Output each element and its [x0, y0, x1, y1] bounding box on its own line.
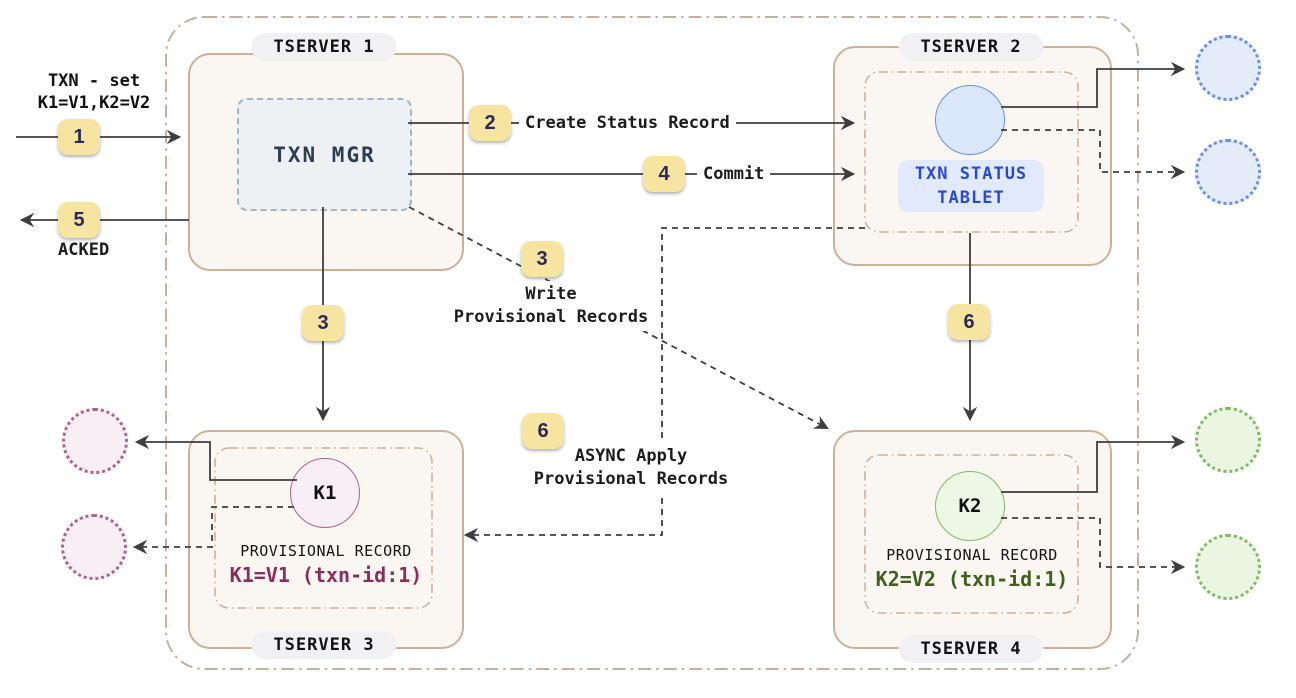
k2-record-title: PROVISIONAL RECORD [886, 546, 1058, 564]
k2-leader-replication-arrow [1001, 434, 1186, 493]
k1-tablet-circle: K1 [290, 458, 360, 528]
client-request-line2: K1=V1,K2=V2 [37, 93, 151, 113]
async-apply-label: ASYNC Apply Provisional Records [527, 443, 735, 493]
k2-replica-circle-2 [1195, 534, 1261, 600]
tserver2-pill: TSERVER 2 [898, 33, 1044, 61]
create-status-record-label: Create Status Record [519, 111, 736, 135]
step5-badge: 5 [58, 202, 100, 238]
step6-down-badge: 6 [948, 304, 990, 340]
async-apply-arrow [463, 227, 865, 543]
step6-async-badge: 6 [522, 413, 564, 449]
k1-follower-replication-arrow [132, 506, 294, 555]
tserver1-pill: TSERVER 1 [251, 33, 397, 61]
tserver2-tablet-group [864, 71, 1079, 233]
write-provisional-label-line2: Provisional Records [453, 307, 649, 327]
commit-label: Commit [697, 162, 771, 186]
txn-status-tablet-label-line1: TXN STATUS [914, 164, 1028, 184]
write-provisional-label-line1: Write [525, 284, 577, 304]
k2-tablet-label: K2 [958, 495, 982, 517]
step4-badge: 4 [643, 156, 685, 192]
k1-provisional-record: PROVISIONAL RECORD K1=V1 (txn-id:1) [201, 542, 451, 587]
tserver3-pill: TSERVER 3 [251, 631, 397, 659]
k2-follower-replication-arrow [1001, 517, 1186, 575]
k1-record-title: PROVISIONAL RECORD [240, 542, 412, 560]
cluster-boundary [165, 16, 1139, 670]
tserver4-pill: TSERVER 4 [898, 635, 1044, 663]
k1-tablet-label: K1 [313, 482, 337, 504]
k2-tablet-circle: K2 [935, 471, 1005, 541]
txn-mgr-label: TXN MGR [273, 142, 376, 167]
k1-record-value: K1=V1 (txn-id:1) [229, 563, 423, 587]
k2-record-value: K2=V2 (txn-id:1) [875, 567, 1069, 591]
txn-mgr-box: TXN MGR [237, 98, 412, 211]
k2-provisional-record: PROVISIONAL RECORD K2=V2 (txn-id:1) [847, 546, 1097, 591]
async-apply-label-line1: ASYNC Apply [574, 446, 688, 466]
txn-status-tablet-label-line2: TABLET [937, 188, 1005, 208]
acked-label: ACKED [58, 240, 110, 260]
step3-down-badge: 3 [302, 305, 344, 341]
client-request-label: TXN - set K1=V1,K2=V2 [12, 70, 176, 114]
status-tablet-follower-replication-arrow [1001, 129, 1186, 180]
txn-status-tablet-circle [935, 85, 1005, 155]
tserver2-replica-circle-1 [1195, 35, 1261, 101]
k1-leader-replication-arrow [134, 434, 297, 481]
step2-badge: 2 [469, 105, 511, 141]
status-tablet-leader-replication-arrow [1001, 61, 1186, 108]
write-provisional-label: Write Provisional Records [447, 281, 655, 331]
tserver2-replica-circle-2 [1195, 139, 1261, 205]
tserver4-tablet-group [864, 454, 1079, 614]
step1-badge: 1 [58, 119, 100, 155]
step3-diagonal-badge: 3 [521, 241, 563, 277]
async-apply-label-line2: Provisional Records [533, 469, 729, 489]
client-request-line1: TXN - set [47, 71, 141, 91]
k1-replica-circle-1 [62, 408, 128, 474]
k1-replica-circle-2 [61, 514, 127, 580]
k2-replica-circle-1 [1195, 407, 1261, 473]
tserver3-tablet-group [214, 447, 433, 609]
txn-status-tablet-label: TXN STATUS TABLET [898, 160, 1044, 212]
tserver2-box [833, 46, 1112, 266]
